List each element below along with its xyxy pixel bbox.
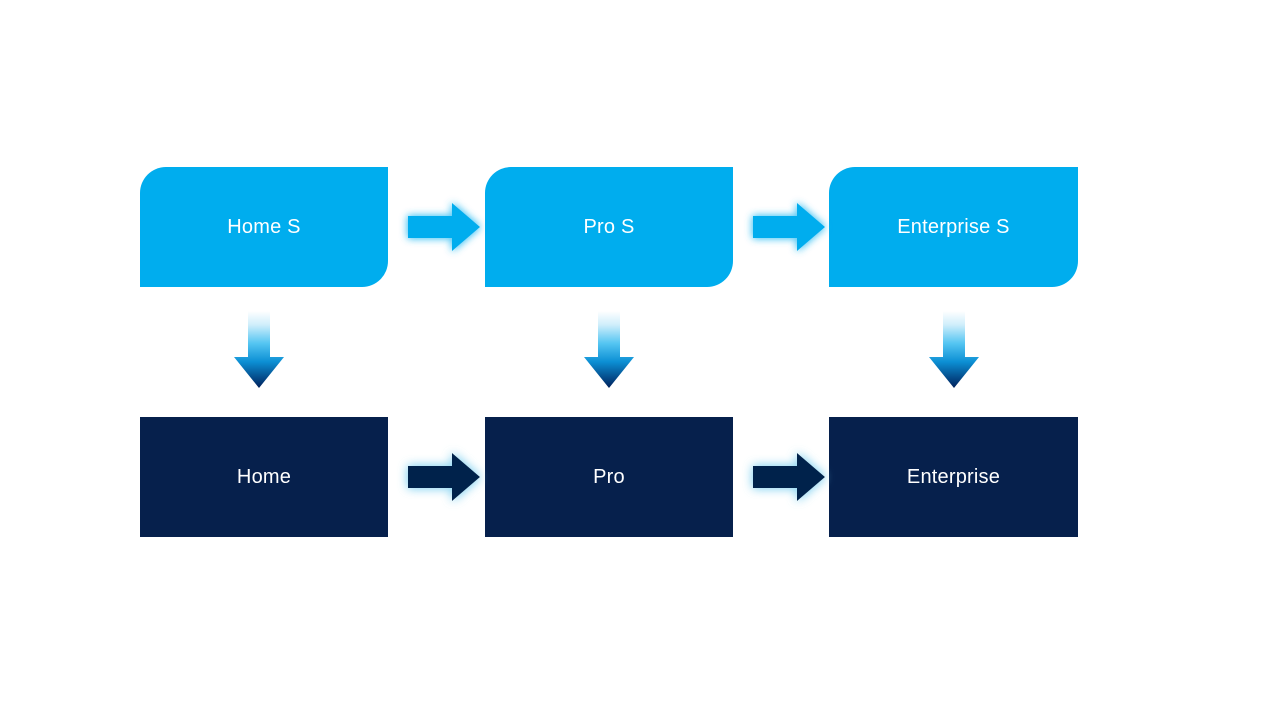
- arrow-down-shape: [584, 311, 634, 388]
- arrow-down-shape: [234, 311, 284, 388]
- arrow-down-icon-home: [233, 311, 285, 389]
- arrow-right-icon-service-2: [753, 201, 825, 253]
- arrow-right-shape: [408, 453, 480, 501]
- node-enterprise[interactable]: Enterprise: [829, 417, 1078, 537]
- node-label: Pro: [593, 466, 625, 488]
- node-enterprise-s[interactable]: Enterprise S: [829, 167, 1078, 287]
- node-home[interactable]: Home: [140, 417, 388, 537]
- node-home-s[interactable]: Home S: [140, 167, 388, 287]
- arrow-right-shape: [753, 203, 825, 251]
- node-label: Enterprise: [906, 466, 1001, 488]
- node-pro-s[interactable]: Pro S: [485, 167, 733, 287]
- arrow-right-icon-product-1: [408, 451, 480, 503]
- arrow-right-shape: [408, 203, 480, 251]
- arrow-right-shape: [753, 453, 825, 501]
- node-label: Home: [236, 466, 292, 488]
- node-label: Enterprise S: [897, 216, 1010, 238]
- node-pro[interactable]: Pro: [485, 417, 733, 537]
- arrow-right-icon-product-2: [753, 451, 825, 503]
- arrow-down-shape: [929, 311, 979, 388]
- arrow-right-icon-service-1: [408, 201, 480, 253]
- node-label: Pro S: [583, 216, 635, 238]
- node-label: Home S: [227, 216, 301, 238]
- arrow-down-icon-enterprise: [928, 311, 980, 389]
- arrow-down-icon-pro: [583, 311, 635, 389]
